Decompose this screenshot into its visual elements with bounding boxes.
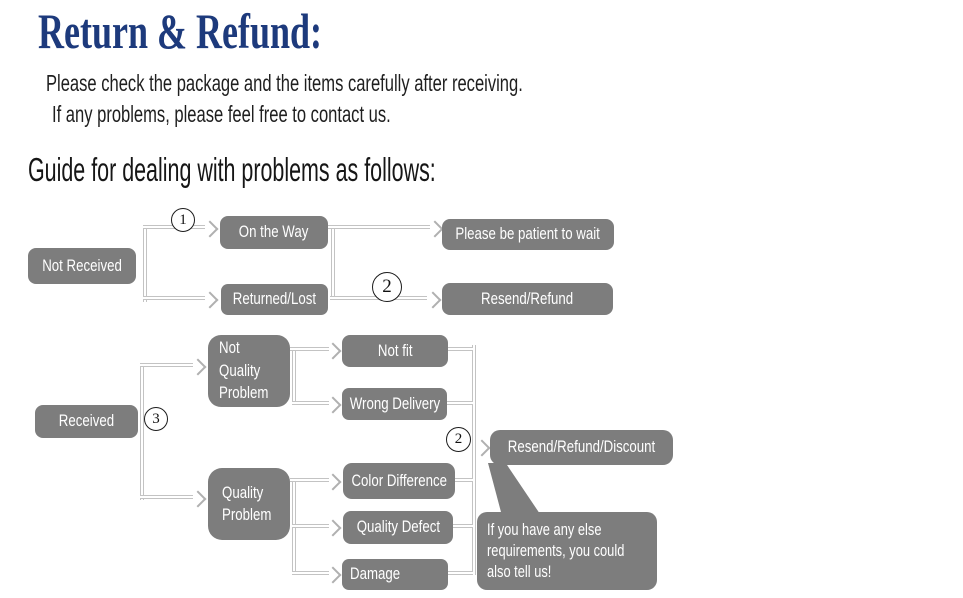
connector-line bbox=[290, 347, 329, 351]
connector-line bbox=[143, 226, 147, 302]
step-number: 1 bbox=[179, 211, 187, 228]
node-label: Quality Problem bbox=[222, 482, 272, 524]
node-wrong-delivery: Wrong Delivery bbox=[342, 388, 447, 420]
connector-line bbox=[143, 296, 205, 300]
arrow-icon bbox=[189, 490, 207, 508]
node-damage: Damage bbox=[342, 559, 448, 590]
step-badge-2: 2 bbox=[372, 272, 402, 302]
node-label: Not Received bbox=[42, 255, 122, 275]
node-quality-problem: Quality Problem bbox=[208, 468, 290, 540]
connector-line bbox=[292, 524, 329, 528]
guide-heading: Guide for dealing with problems as follo… bbox=[28, 151, 436, 188]
node-label: Not fit bbox=[377, 340, 413, 360]
node-label: On the Way bbox=[239, 222, 309, 242]
node-label: Wrong Delivery bbox=[349, 393, 440, 413]
node-please-wait: Please be patient to wait bbox=[442, 219, 614, 250]
node-color-difference: Color Difference bbox=[343, 463, 455, 499]
arrow-icon bbox=[473, 439, 491, 457]
node-label: Resend/Refund bbox=[481, 288, 574, 308]
connector-line bbox=[447, 401, 473, 405]
speech-bubble-note: If you have any else requirements, you c… bbox=[477, 512, 657, 590]
connector-line bbox=[448, 347, 473, 351]
node-not-received: Not Received bbox=[28, 248, 136, 284]
step-badge-1: 1 bbox=[171, 208, 195, 232]
intro-line-1: Please check the package and the items c… bbox=[46, 70, 523, 96]
connector-line bbox=[472, 345, 476, 575]
connector-line bbox=[328, 225, 430, 229]
connector-line bbox=[448, 571, 473, 575]
arrow-icon bbox=[424, 291, 442, 309]
page-title: Return & Refund: bbox=[38, 3, 322, 59]
step-number: 2 bbox=[454, 431, 463, 447]
connector-line bbox=[290, 478, 329, 482]
node-not-quality-problem: Not Quality Problem bbox=[208, 335, 290, 407]
connector-line bbox=[292, 347, 296, 405]
node-label: Color Difference bbox=[351, 470, 447, 490]
step-number: 3 bbox=[152, 410, 160, 427]
bubble-text: If you have any else requirements, you c… bbox=[487, 521, 625, 581]
step-badge-3: 3 bbox=[144, 407, 168, 431]
node-label: Returned/Lost bbox=[232, 289, 317, 309]
intro-line-2: If any problems, please feel free to con… bbox=[52, 101, 391, 127]
connector-line bbox=[140, 363, 144, 500]
arrow-icon bbox=[201, 220, 219, 238]
node-resend-refund-discount: Resend/Refund/Discount bbox=[490, 430, 673, 465]
connector-line bbox=[292, 401, 329, 405]
arrow-icon bbox=[324, 566, 342, 584]
node-resend-refund: Resend/Refund bbox=[442, 283, 613, 315]
arrow-icon bbox=[201, 291, 219, 309]
node-quality-defect: Quality Defect bbox=[343, 511, 453, 544]
arrow-icon bbox=[324, 396, 342, 414]
connector-line bbox=[140, 495, 193, 499]
arrow-icon bbox=[324, 342, 342, 360]
node-label: Damage bbox=[350, 564, 401, 584]
node-label: Not Quality Problem bbox=[219, 338, 269, 403]
node-on-the-way: On the Way bbox=[220, 216, 328, 249]
connector-line bbox=[453, 524, 473, 528]
node-received: Received bbox=[35, 405, 138, 438]
connector-line bbox=[455, 478, 473, 482]
step-number: 2 bbox=[382, 276, 392, 297]
arrow-icon bbox=[324, 473, 342, 491]
node-label: Resend/Refund/Discount bbox=[507, 437, 656, 457]
node-label: Quality Defect bbox=[356, 517, 440, 537]
node-label: Please be patient to wait bbox=[455, 224, 601, 244]
node-label: Received bbox=[58, 411, 115, 431]
connector-line bbox=[331, 226, 335, 300]
speech-bubble-tail bbox=[488, 463, 540, 514]
arrow-icon bbox=[324, 519, 342, 537]
step-badge-2b: 2 bbox=[446, 427, 471, 452]
connector-line bbox=[140, 363, 193, 367]
connector-line bbox=[292, 571, 329, 575]
node-returned-lost: Returned/Lost bbox=[221, 284, 328, 315]
node-not-fit: Not fit bbox=[342, 335, 448, 367]
arrow-icon bbox=[189, 358, 207, 376]
arrow-icon bbox=[426, 220, 444, 238]
